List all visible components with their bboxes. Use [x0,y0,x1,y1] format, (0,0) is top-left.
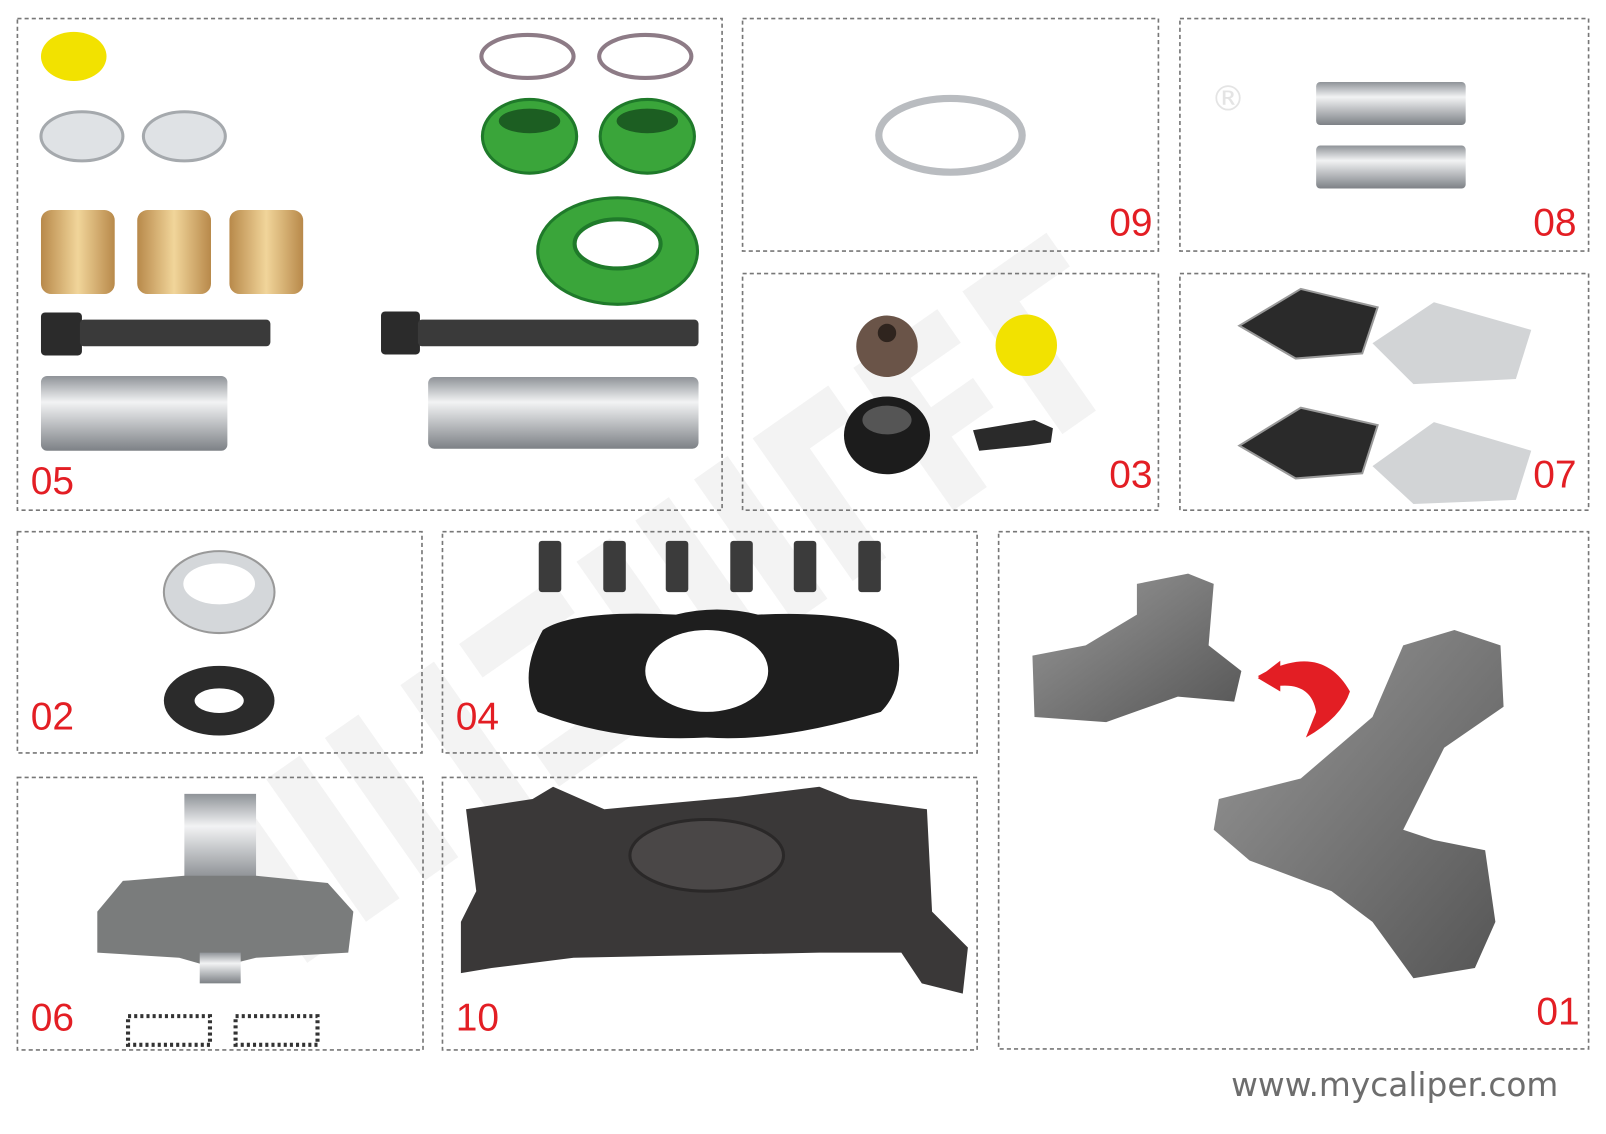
screw [793,540,817,593]
kit-06-label: 06 [31,996,74,1039]
green-boot-hole [616,108,679,134]
gear-hole [877,323,897,343]
bearing-shell [1372,422,1532,505]
kit-05-box [16,17,723,511]
needle-bearing [1237,287,1379,360]
dust-cap [141,110,227,163]
kit-01-box [997,530,1590,1050]
screw [603,540,626,593]
dust-cap [39,110,125,163]
kit-05-label: 05 [31,460,74,503]
kit-09-box [741,17,1160,252]
registered-mark: ® [1211,80,1246,120]
screw [538,540,562,593]
screw [730,540,753,593]
kit-09-label: 09 [1109,202,1152,245]
screws [538,540,881,593]
green-seal-hole [572,217,663,271]
adjuster-screw [973,420,1053,451]
kit-04-box [441,530,978,754]
kit-01-label: 01 [1536,990,1579,1033]
shaft-seal-hole [862,405,912,435]
needle-bearing [1237,406,1379,480]
kit-10-label: 10 [456,996,499,1039]
website-url[interactable]: www.mycaliper.com [1231,1066,1558,1104]
bolt-shank [79,319,271,347]
kit-03-box [741,272,1160,511]
gasket-hole [645,629,769,712]
kit-07-label: 07 [1533,454,1576,497]
bolt [381,311,420,355]
pin [1316,82,1466,126]
brass-bushing [40,210,115,295]
bolt [40,312,82,356]
kit-05-parts [39,31,700,451]
cap-ring-hole [183,563,256,605]
bearing-shell [1372,302,1532,385]
small-lever [1032,573,1242,723]
pad-plate-recess [628,817,786,893]
yellow-cap [995,314,1058,376]
kit-10-box [441,776,978,1051]
kit-06-box [16,776,424,1051]
green-boot-hole [498,108,561,134]
screw [665,540,689,593]
kit-02-label: 02 [31,695,74,738]
rotate-arrow-icon [1257,661,1350,738]
adjuster-shaft [199,952,241,984]
brass-bushing [137,210,211,295]
brass-bushing [229,210,304,295]
kit-07-box [1179,272,1590,511]
o-ring [479,32,576,80]
spring [233,1014,320,1047]
rubber-washer-hole [194,688,244,713]
guide-pin [40,375,228,451]
screw [858,540,881,593]
kit-04-label: 04 [456,695,499,738]
yellow-cap [40,31,107,82]
adjuster-spindle [184,793,257,887]
spring [125,1014,213,1047]
guide-pin [428,377,699,449]
o-ring [597,32,694,80]
kit-03-label: 03 [1109,454,1152,497]
arrow-head [1257,660,1281,692]
kit-02-box [16,530,423,754]
pin [1316,145,1466,189]
adjuster-housing [97,875,354,968]
bolt-shank [417,319,699,347]
large-lever [1213,629,1504,979]
gear [856,315,918,378]
kit-08-box [1179,17,1590,252]
kit-08-label: 08 [1533,202,1576,245]
thrust-washer [875,94,1026,176]
